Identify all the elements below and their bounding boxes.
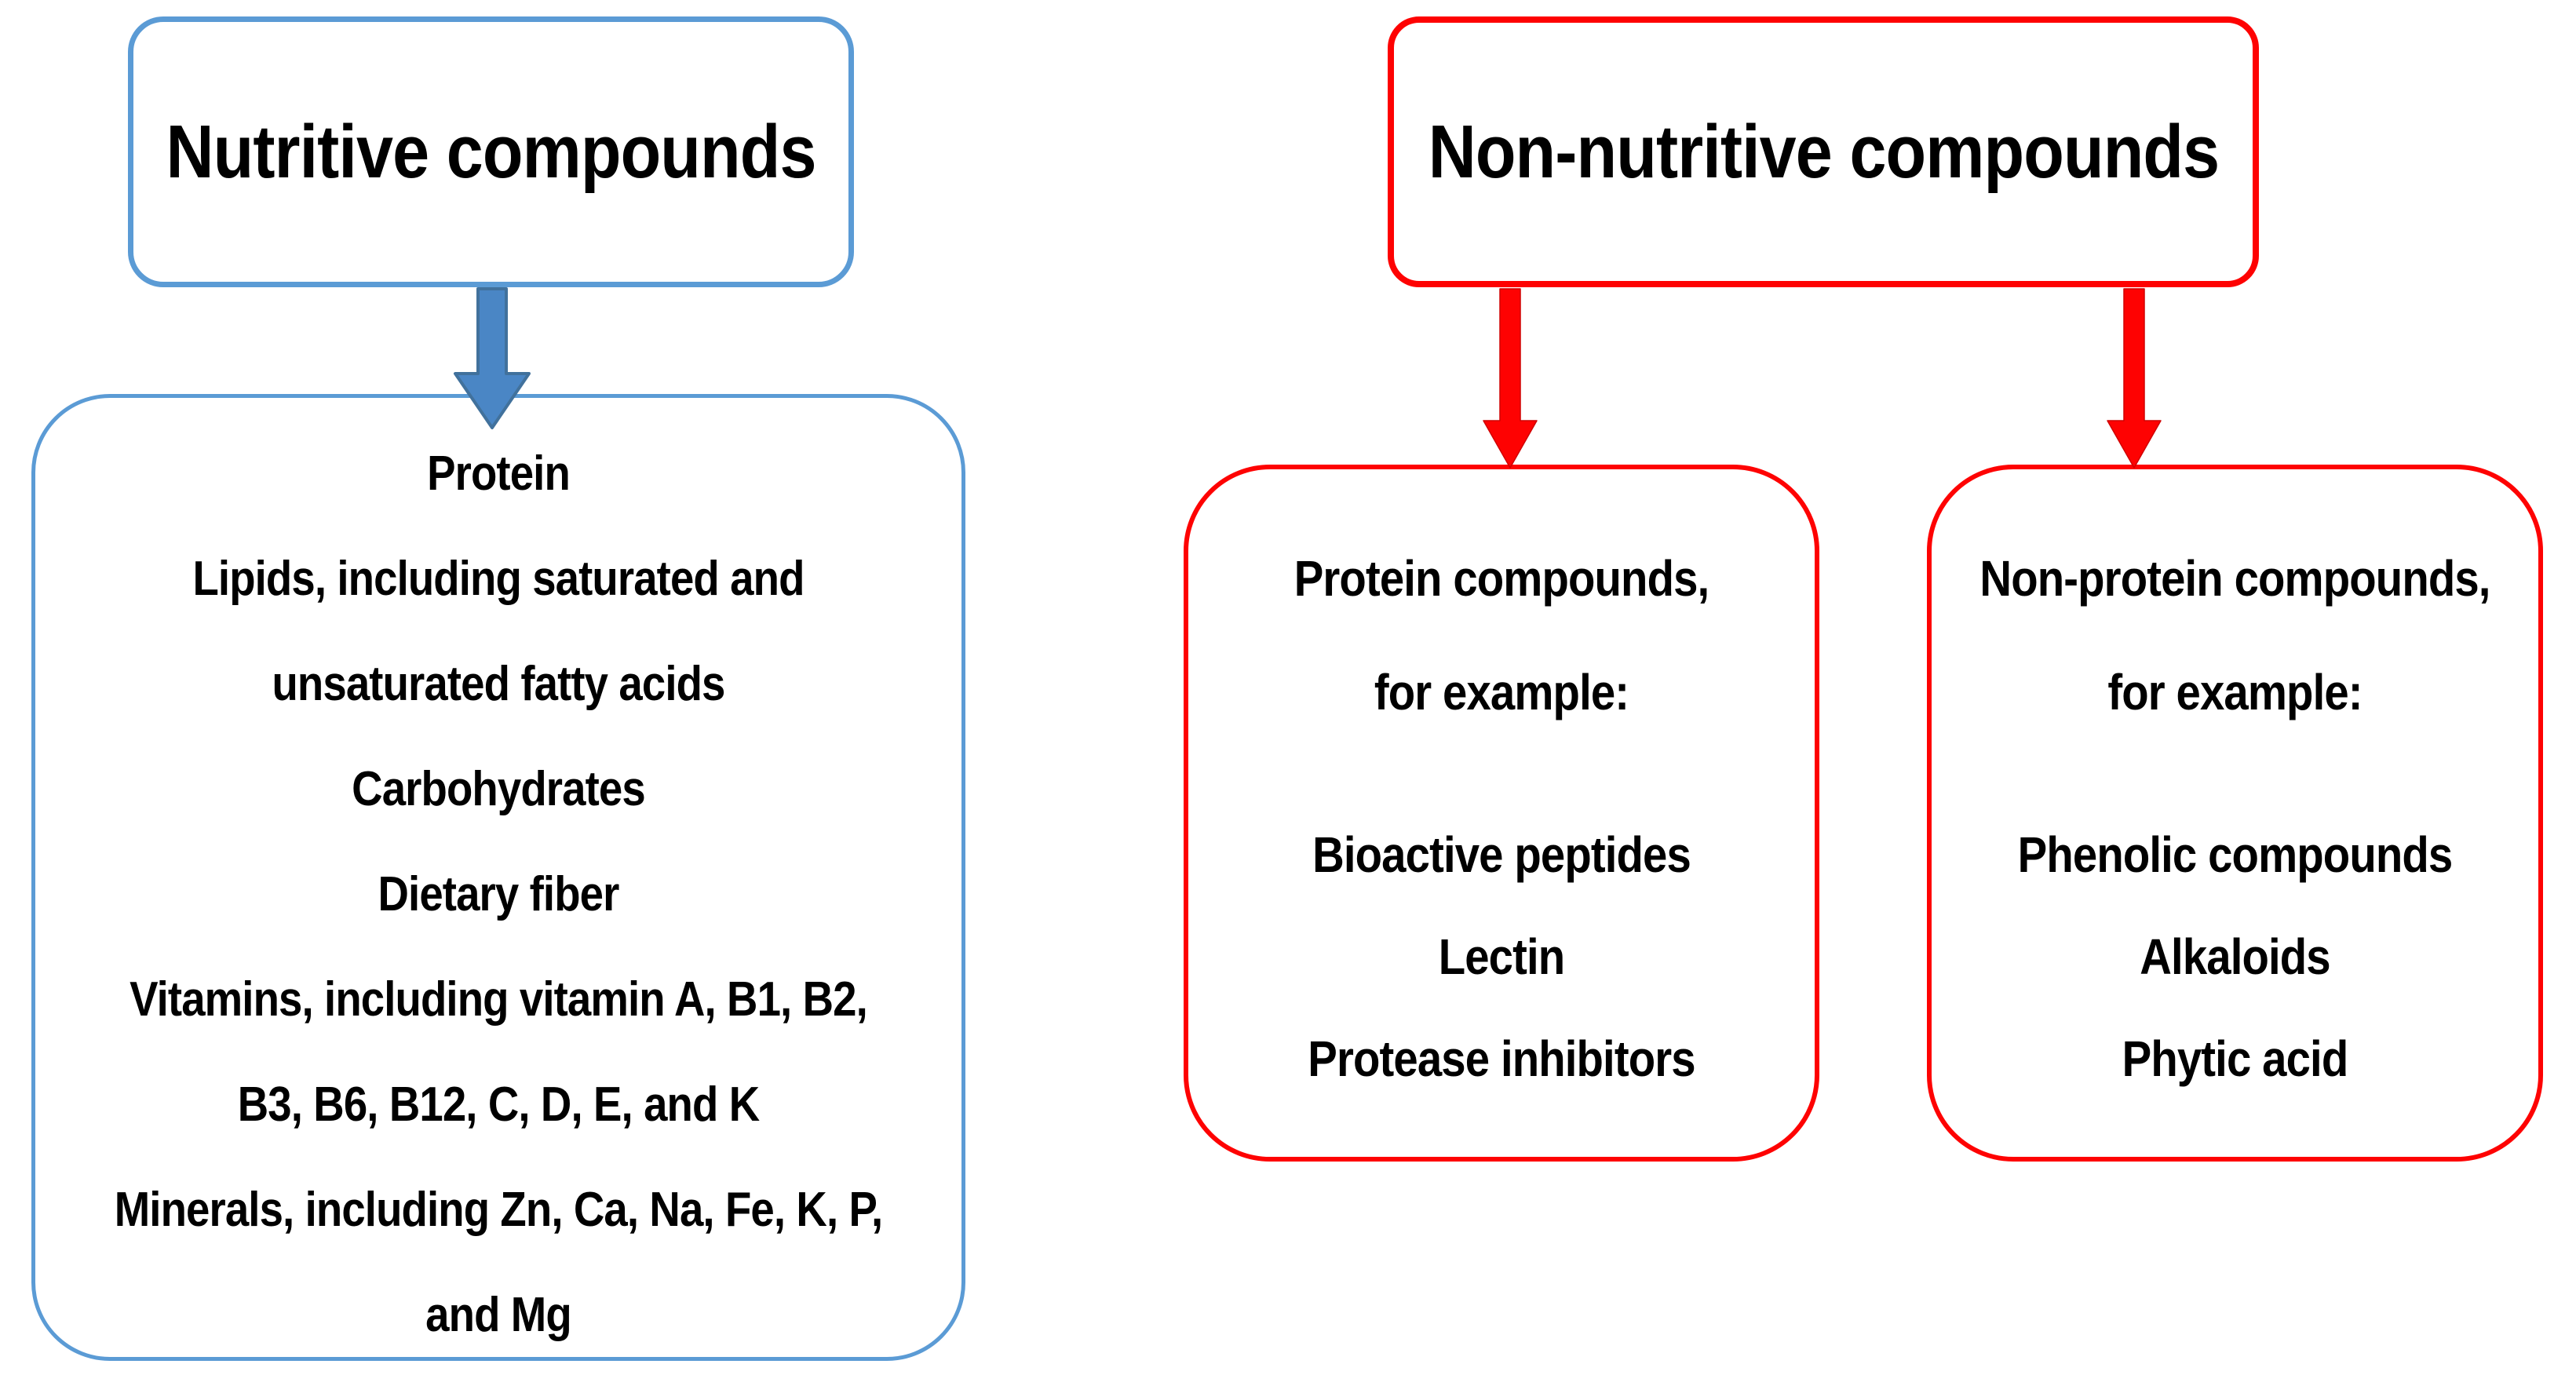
nutritive-item-line: unsaturated fatty acids [272,657,725,711]
spacer [1188,750,1815,804]
protein-compounds-box: Protein compounds, for example: Bioactiv… [1184,465,1819,1162]
nutritive-item-line: Minerals, including Zn, Ca, Na, Fe, K, P… [114,1183,883,1237]
nutritive-item-line: B3, B6, B12, C, D, E, and K [237,1078,760,1132]
non-nutritive-compounds-title: Non-nutritive compounds [1428,109,2219,194]
red-down-arrow-right-icon [2107,288,2162,469]
non-protein-compound-item: Alkaloids [2140,928,2330,985]
protein-compound-item: Bioactive peptides [1312,826,1691,883]
nutritive-item-line: Dietary fiber [378,867,620,921]
non-protein-compounds-heading: Non-protein compounds, [1979,550,2490,607]
protein-compounds-heading: Protein compounds, [1293,550,1709,607]
nutritive-item-line: Vitamins, including vitamin A, B1, B2, [130,972,868,1027]
non-nutritive-compounds-header-box: Non-nutritive compounds [1388,16,2259,287]
nutritive-compounds-list-box: Protein Lipids, including saturated and … [31,394,965,1361]
nutritive-compounds-title: Nutritive compounds [166,109,816,194]
red-down-arrow-left-icon [1483,288,1538,469]
protein-compound-item: Lectin [1438,928,1565,985]
non-protein-compounds-box: Non-protein compounds, for example: Phen… [1927,465,2543,1162]
non-protein-compound-item: Phytic acid [2122,1030,2349,1087]
protein-compounds-heading: for example: [1374,664,1629,720]
non-protein-compounds-heading: for example: [2107,664,2363,720]
nutritive-item-line: Lipids, including saturated and [192,552,805,606]
spacer [1932,750,2538,804]
nutritive-item-line: Protein [427,447,571,501]
protein-compound-item: Protease inhibitors [1308,1030,1695,1087]
nutritive-item-line: Carbohydrates [352,762,646,816]
non-protein-compound-item: Phenolic compounds [2017,826,2454,883]
nutritive-compounds-header-box: Nutritive compounds [128,16,854,287]
nutritive-item-line: and Mg [425,1288,572,1342]
